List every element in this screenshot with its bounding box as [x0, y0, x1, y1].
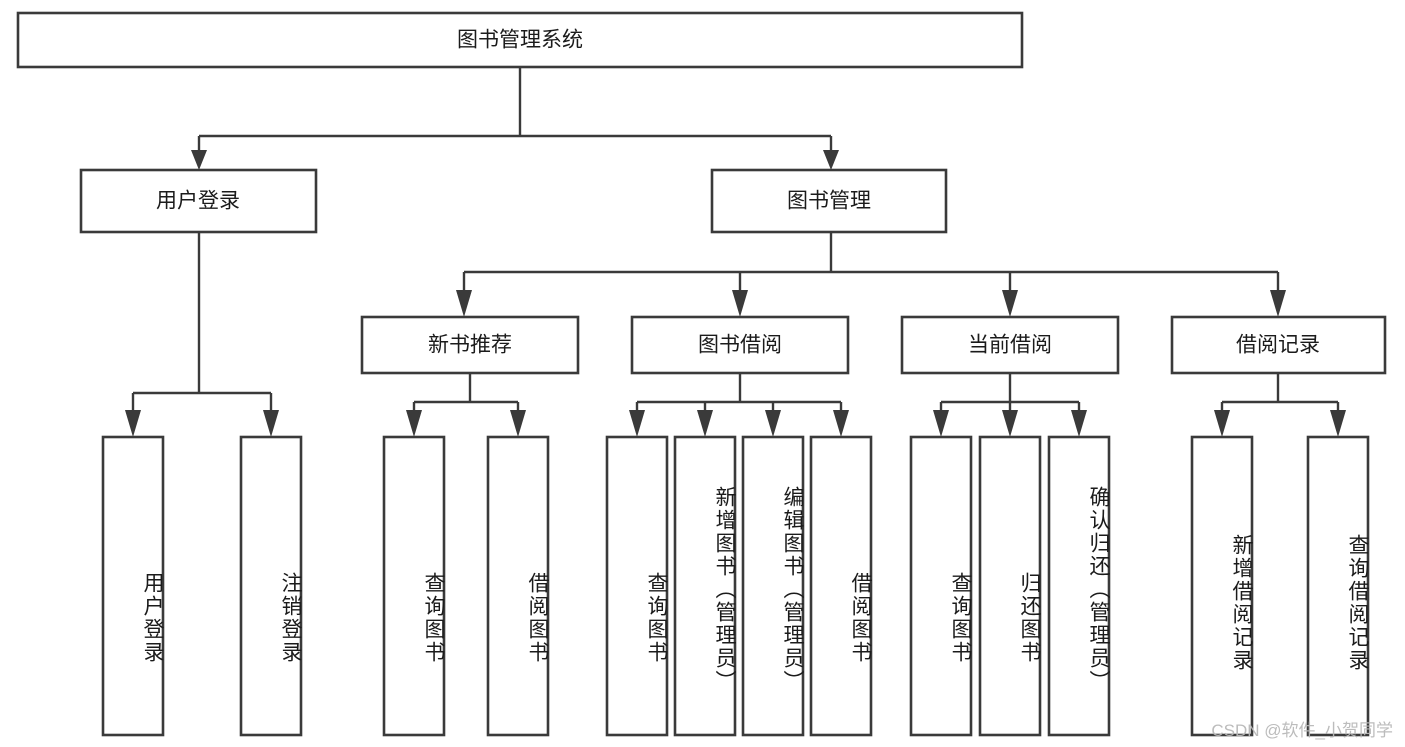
- node-user-login-box[interactable]: [79, 168, 318, 234]
- leaf-box-br-add[interactable]: [1190, 435, 1254, 737]
- arrow-leaf-user-login: [125, 410, 141, 437]
- node-borrow-record-box[interactable]: [1170, 315, 1387, 375]
- arrow-leaf-cb-2: [1002, 410, 1018, 437]
- leaf-box-nb-query[interactable]: [382, 435, 446, 737]
- arrow-borrow-book: [732, 290, 748, 317]
- node-current-borrow-box[interactable]: [900, 315, 1120, 375]
- watermark-text: CSDN @软件_小贺同学: [1211, 721, 1393, 740]
- connector-group: [125, 67, 1346, 437]
- arrow-leaf-nb-2: [510, 410, 526, 437]
- arrow-borrow-record: [1270, 290, 1286, 317]
- node-new-book-label: 新书推荐: [428, 334, 512, 357]
- arrow-leaf-bb-4: [833, 410, 849, 437]
- arrow-leaf-bb-3: [765, 410, 781, 437]
- arrow-leaf-cb-3: [1071, 410, 1087, 437]
- node-borrow-book-label: 图书借阅: [698, 334, 782, 357]
- leaf-box-logout[interactable]: [239, 435, 303, 737]
- leaf-box-br-query[interactable]: [1306, 435, 1370, 737]
- leaf-box-cb-return[interactable]: [978, 435, 1042, 737]
- arrow-leaf-br-2: [1330, 410, 1346, 437]
- arrow-leaf-bb-1: [629, 410, 645, 437]
- node-new-book-box[interactable]: [360, 315, 580, 375]
- arrow-leaf-nb-1: [406, 410, 422, 437]
- node-book-manage-box[interactable]: [710, 168, 948, 234]
- arrow-leaf-bb-2: [697, 410, 713, 437]
- node-root-box[interactable]: [16, 11, 1024, 69]
- node-user-login-label: 用户登录: [156, 190, 240, 213]
- node-group: 图书管理系统 用户登录 图书管理 新书推荐 图书借阅 当前借阅 借阅记录: [16, 11, 1387, 737]
- leaf-box-nb-borrow[interactable]: [486, 435, 550, 737]
- arrow-current-borrow: [1002, 290, 1018, 317]
- node-root-label: 图书管理系统: [457, 29, 583, 52]
- leaf-box-cb-confirm[interactable]: [1047, 435, 1111, 737]
- leaf-box-user-login[interactable]: [101, 435, 165, 737]
- arrow-leaf-logout: [263, 410, 279, 437]
- leaf-box-bb-query[interactable]: [605, 435, 669, 737]
- arrow-to-user-login: [191, 150, 207, 170]
- leaf-box-bb-borrow[interactable]: [809, 435, 873, 737]
- arrow-leaf-cb-1: [933, 410, 949, 437]
- arrow-new-book: [456, 290, 472, 317]
- node-current-borrow-label: 当前借阅: [968, 334, 1052, 357]
- leaf-box-bb-edit[interactable]: [741, 435, 805, 737]
- arrow-leaf-br-1: [1214, 410, 1230, 437]
- leaf-box-cb-query[interactable]: [909, 435, 973, 737]
- node-borrow-book-box[interactable]: [630, 315, 850, 375]
- arrow-to-book-manage: [823, 150, 839, 170]
- leaf-box-bb-add[interactable]: [673, 435, 737, 737]
- node-borrow-record-label: 借阅记录: [1236, 334, 1320, 357]
- node-book-manage-label: 图书管理: [787, 190, 871, 213]
